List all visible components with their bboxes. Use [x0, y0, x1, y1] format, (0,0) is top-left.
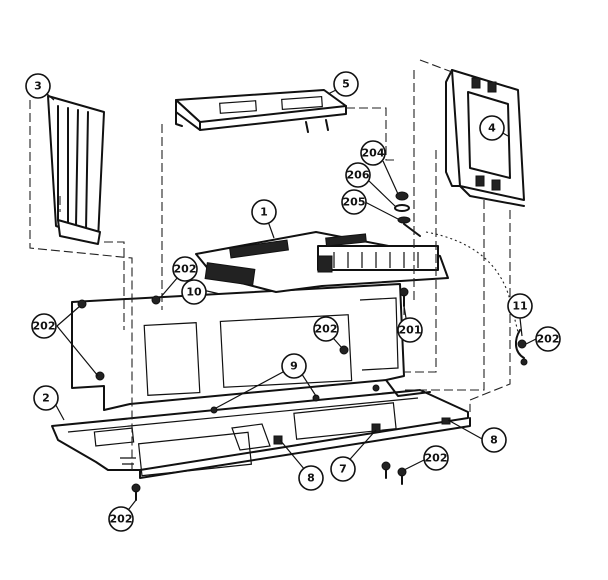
- callout-2: 2: [33, 385, 59, 411]
- screws: [77, 287, 451, 501]
- callout-7: 7: [330, 456, 356, 482]
- left-slotted-bracket: [47, 95, 105, 245]
- svg-text:202: 202: [315, 323, 338, 336]
- svg-text:8: 8: [490, 434, 498, 447]
- svg-text:202: 202: [110, 513, 133, 526]
- top-bracket: [175, 89, 347, 133]
- callout-202-b: 202: [31, 313, 57, 339]
- svg-text:2: 2: [42, 392, 50, 405]
- callout-11: 11: [507, 293, 533, 319]
- svg-text:8: 8: [307, 472, 315, 485]
- svg-text:202: 202: [425, 452, 448, 465]
- circuit-board: [195, 231, 449, 293]
- chassis-base-plate: [51, 389, 471, 479]
- svg-text:202: 202: [537, 333, 560, 346]
- svg-text:205: 205: [343, 196, 366, 209]
- callout-8-left: 8: [298, 465, 324, 491]
- callout-202-c: 202: [313, 316, 339, 342]
- callout-3: 3: [25, 73, 51, 99]
- svg-text:202: 202: [33, 320, 56, 333]
- svg-text:11: 11: [512, 300, 527, 313]
- callout-202-d: 202: [535, 326, 561, 352]
- hardware-stack: [394, 191, 421, 237]
- svg-text:202: 202: [174, 263, 197, 276]
- callout-204: 204: [360, 140, 386, 166]
- svg-text:5: 5: [342, 78, 350, 91]
- svg-text:201: 201: [399, 324, 422, 337]
- callout-202-a: 202: [172, 256, 198, 282]
- cable-clip: [514, 329, 528, 366]
- svg-text:206: 206: [347, 169, 370, 182]
- front-panel: [71, 283, 431, 411]
- callout-1: 1: [251, 199, 277, 225]
- assembly-guide-lines: [29, 59, 519, 470]
- svg-text:204: 204: [362, 147, 385, 160]
- svg-text:1: 1: [260, 206, 268, 219]
- svg-text:3: 3: [34, 80, 42, 93]
- callout-5: 5: [333, 71, 359, 97]
- callout-206: 206: [345, 162, 371, 188]
- svg-text:7: 7: [339, 463, 347, 476]
- svg-text:9: 9: [290, 360, 298, 373]
- callout-4: 4: [479, 115, 505, 141]
- callout-10: 10: [181, 279, 207, 305]
- svg-text:4: 4: [488, 122, 496, 135]
- callout-205: 205: [341, 189, 367, 215]
- callout-201: 201: [397, 317, 423, 343]
- callout-202-e: 202: [423, 445, 449, 471]
- callout-202-f: 202: [108, 506, 134, 532]
- callout-8-right: 8: [481, 427, 507, 453]
- svg-text:10: 10: [186, 286, 202, 299]
- callout-9: 9: [281, 353, 307, 379]
